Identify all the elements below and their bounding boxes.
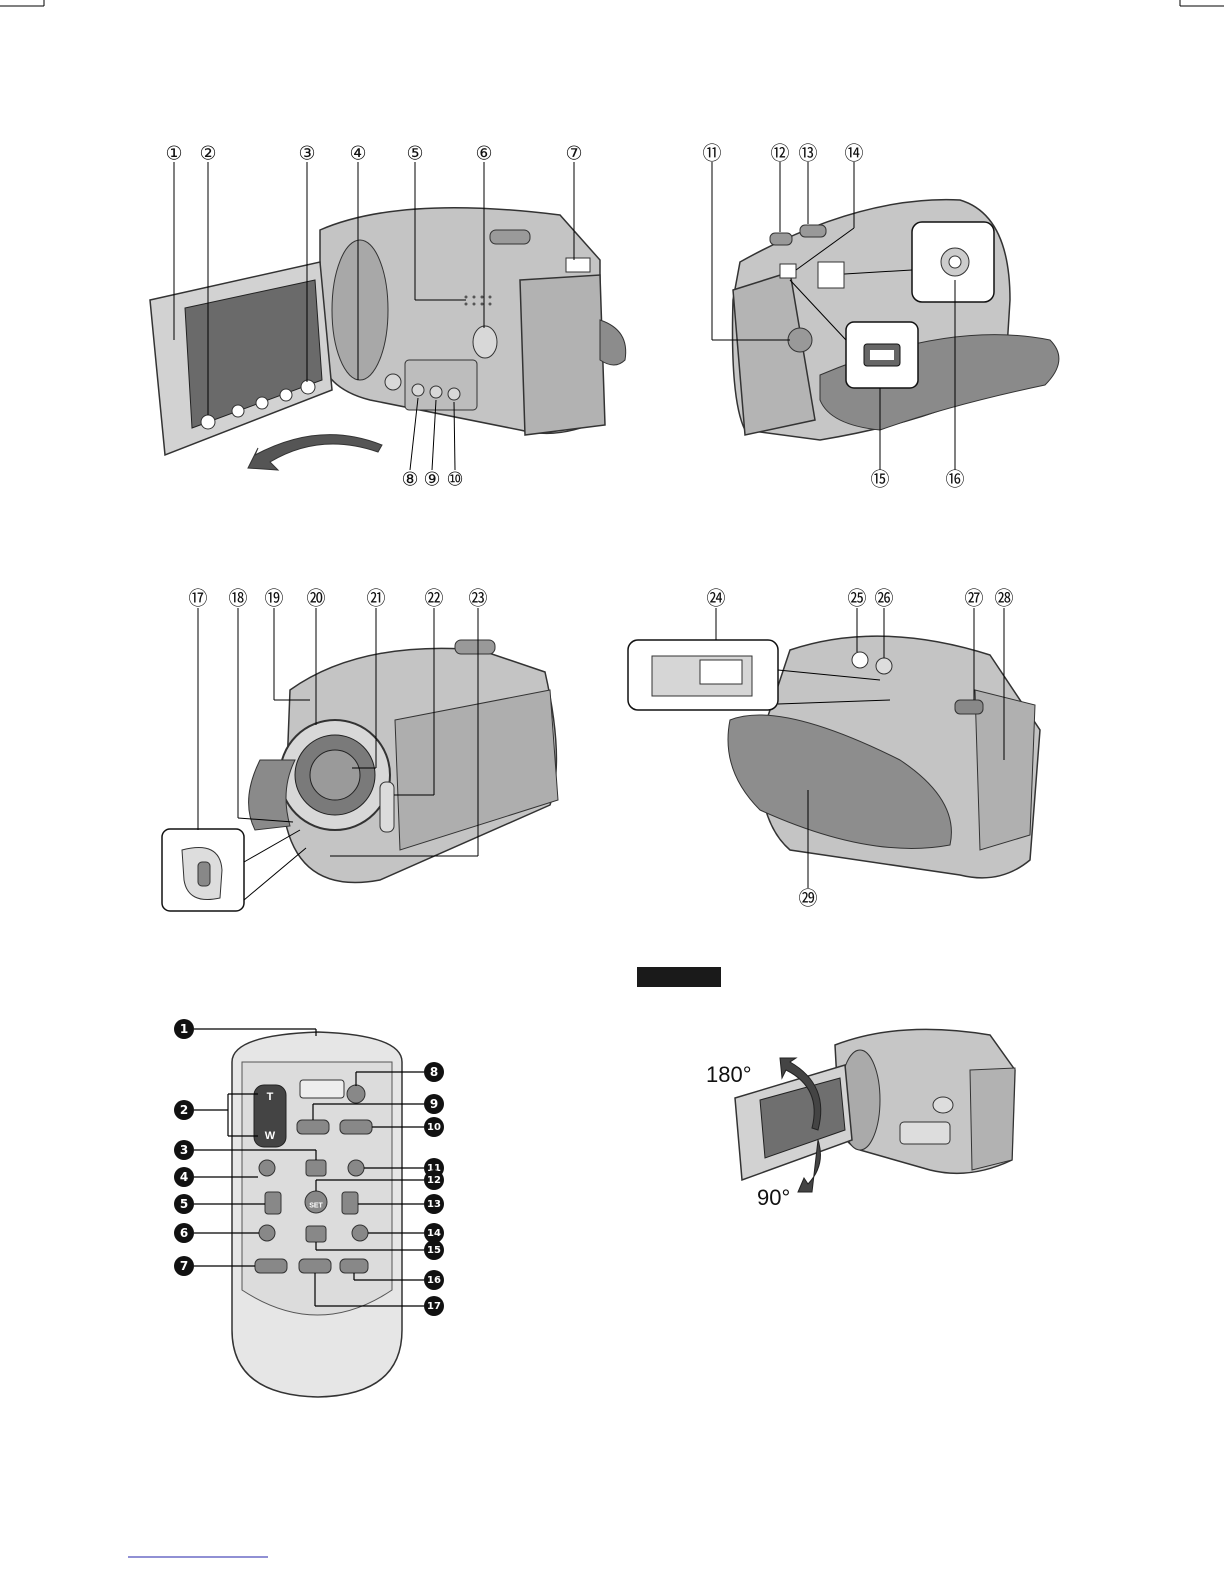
- lcd-button-icon: [201, 415, 215, 429]
- callout-number: ⑬: [798, 145, 817, 164]
- callout-number: ⑱: [228, 590, 247, 609]
- callout-number: ⑨: [423, 471, 440, 490]
- lcd-button-icon: [280, 389, 292, 401]
- remote-callout-badge: 12: [424, 1170, 444, 1190]
- camcorder-lcd-view: [150, 162, 626, 470]
- remote-button: [340, 1120, 372, 1134]
- power-button-icon: [473, 326, 497, 358]
- remote-callout-badge: 10: [424, 1117, 444, 1137]
- remote-callout-badge: 17: [424, 1296, 444, 1316]
- callout-number: ㉕: [847, 590, 866, 609]
- lcd-button-icon: [232, 405, 244, 417]
- up-button: [306, 1160, 326, 1176]
- remote-callout-badge: 9: [424, 1094, 444, 1114]
- crop-marks: [0, 0, 1224, 6]
- open-angle-label: 180°: [706, 1062, 752, 1088]
- label-tag: [637, 967, 721, 987]
- battery-bay: [975, 690, 1035, 850]
- callout-number: ⑳: [306, 590, 325, 609]
- callout-number: ⑯: [945, 471, 964, 490]
- callout-number: ①: [165, 145, 182, 164]
- camcorder-bottom-view: [628, 608, 1040, 888]
- camcorder-rear-view: [712, 162, 1059, 470]
- lcd-button-icon: [301, 380, 315, 394]
- callout-number: ⑥: [475, 145, 492, 164]
- remote-callout-badge: 6: [174, 1223, 194, 1243]
- callout-number: ⑤: [406, 145, 423, 164]
- lcd-button-icon: [256, 397, 268, 409]
- lcd-rotation-diagram: [735, 1029, 1015, 1192]
- callout-number: ⑮: [870, 471, 889, 490]
- callout-number: ㉒: [424, 590, 443, 609]
- callout-number: ㉓: [468, 590, 487, 609]
- remote-callout-badge: 16: [424, 1270, 444, 1290]
- callout-number: ⑧: [401, 471, 418, 490]
- tripod-socket-icon: [876, 658, 892, 674]
- terminal-cover: [566, 258, 590, 272]
- callout-number: ㉗: [964, 590, 983, 609]
- record-button-icon: [788, 328, 812, 352]
- camcorder-front-view: [162, 608, 558, 911]
- right-button: [342, 1192, 358, 1214]
- lens-cover-switch: [380, 782, 394, 832]
- remote-callout-badge: 13: [424, 1194, 444, 1214]
- callout-number: ㉑: [366, 590, 385, 609]
- callout-number: ⑩: [446, 471, 463, 490]
- remote-control-icon: [194, 1029, 424, 1397]
- callout-number: ⑭: [844, 145, 863, 164]
- remote-callout-badge: 5: [174, 1194, 194, 1214]
- remote-callout-badge: 3: [174, 1140, 194, 1160]
- callout-number: ⑪: [702, 145, 721, 164]
- curved-arrow-icon: [248, 435, 382, 470]
- callout-number: ②: [199, 145, 216, 164]
- remote-callout-badge: 7: [174, 1256, 194, 1276]
- callout-number: ㉔: [706, 590, 725, 609]
- callout-number: ㉙: [798, 890, 817, 909]
- left-button: [265, 1192, 281, 1214]
- remote-button: [347, 1085, 365, 1103]
- callout-number: ④: [349, 145, 366, 164]
- callout-number: ⑦: [565, 145, 582, 164]
- callout-number: ⑲: [264, 590, 283, 609]
- set-label: SET: [309, 1203, 323, 1210]
- down-button: [306, 1226, 326, 1242]
- callout-number: ⑰: [188, 590, 207, 609]
- zoom-lever-icon: [490, 230, 530, 244]
- remote-callout-badge: 4: [174, 1167, 194, 1187]
- callout-number: ㉘: [994, 590, 1013, 609]
- callout-number: ③: [298, 145, 315, 164]
- hand-strap: [600, 320, 626, 365]
- remote-callout-badge: 2: [174, 1100, 194, 1120]
- remote-callout-badge: 1: [174, 1019, 194, 1039]
- remote-button: [297, 1120, 329, 1134]
- zoom-wide-label: W: [265, 1130, 275, 1142]
- remote-callout-badge: 8: [424, 1062, 444, 1082]
- remote-callout-badge: 15: [424, 1240, 444, 1260]
- close-angle-label: 90°: [757, 1185, 790, 1211]
- callout-number: ⑫: [770, 145, 789, 164]
- callout-number: ㉖: [874, 590, 893, 609]
- lens-ring: [332, 240, 388, 380]
- battery-pack: [520, 275, 605, 435]
- zoom-tele-label: T: [267, 1091, 274, 1103]
